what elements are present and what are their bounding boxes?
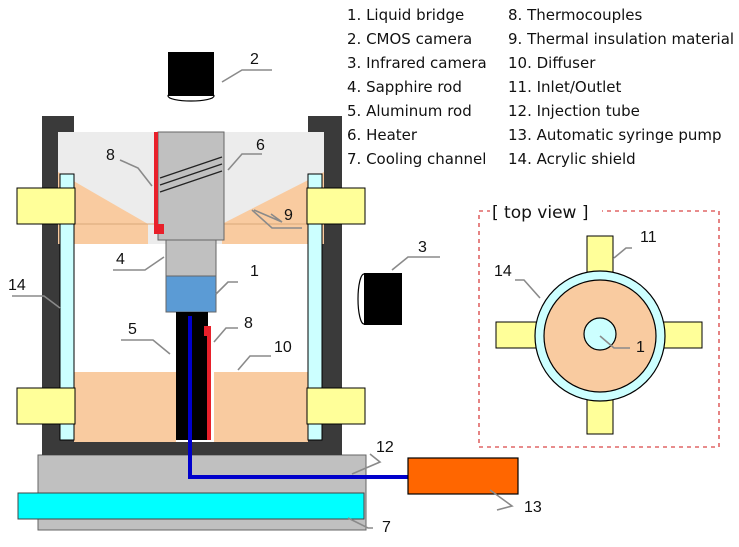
callout-12: 12 (376, 439, 394, 456)
cooling-plate (17, 492, 365, 520)
syringe-pump (407, 457, 519, 495)
callout-7: 7 (382, 519, 391, 536)
diffuser-right (214, 372, 308, 442)
port-lower-right (306, 387, 366, 425)
sapphire-rod (165, 239, 217, 277)
callout-10: 10 (274, 339, 292, 356)
callout-14: 14 (8, 277, 26, 294)
top-view: [ top view ] (478, 201, 720, 448)
legend-item-12: 12. Injection tube (508, 102, 640, 120)
callout-8a: 8 (106, 147, 115, 164)
legend-item-13: 13. Automatic syringe pump (508, 126, 722, 144)
callout-3: 3 (418, 239, 427, 256)
legend-item-1: 1. Liquid bridge (347, 6, 464, 24)
callout-1: 1 (250, 263, 259, 280)
callout-5: 5 (128, 321, 137, 338)
thermocouple-upper (154, 132, 164, 234)
callout-2: 2 (250, 51, 259, 68)
legend-item-11: 11. Inlet/Outlet (508, 78, 621, 96)
legend-item-9: 9. Thermal insulation material (508, 30, 734, 48)
port-upper-right (306, 187, 366, 225)
cmos-camera (167, 52, 215, 102)
callout-tv-1: 1 (636, 339, 645, 356)
legend-item-4: 4. Sapphire rod (347, 78, 462, 96)
legend-item-6: 6. Heater (347, 126, 418, 144)
heater-rod (157, 131, 225, 241)
liquid-bridge (165, 275, 217, 313)
callout-numbers: 2 3 4 1 5 6 8 9 8 10 14 12 13 7 11 14 1 (8, 51, 657, 536)
callout-8b: 8 (244, 315, 253, 332)
port-upper-left (16, 187, 76, 225)
top-view-label: [ top view ] (492, 203, 588, 223)
legend-item-7: 7. Cooling channel (347, 150, 486, 168)
legend-item-8: 8. Thermocouples (508, 6, 643, 24)
legend-item-14: 14. Acrylic shield (508, 150, 636, 168)
injection-tube (188, 316, 408, 479)
legend: 1. Liquid bridge 2. CMOS camera 3. Infra… (347, 6, 734, 168)
callout-9: 9 (284, 207, 293, 224)
acrylic-shield-right (307, 173, 323, 441)
legend-item-10: 10. Diffuser (508, 54, 596, 72)
legend-item-3: 3. Infrared camera (347, 54, 487, 72)
infrared-camera (357, 273, 402, 325)
callout-tv-11: 11 (640, 229, 657, 246)
legend-item-2: 2. CMOS camera (347, 30, 472, 48)
leader-lines (12, 69, 632, 529)
thermocouple-lower (204, 326, 211, 440)
thermal-insulation-right (222, 172, 324, 244)
diffuser-left (74, 372, 176, 442)
callout-13: 13 (524, 499, 542, 516)
callout-6: 6 (256, 137, 265, 154)
port-lower-left (16, 387, 76, 425)
callout-tv-14: 14 (494, 263, 512, 280)
legend-item-5: 5. Aluminum rod (347, 102, 472, 120)
callout-4: 4 (116, 251, 125, 268)
thermal-insulation-left (58, 172, 148, 244)
